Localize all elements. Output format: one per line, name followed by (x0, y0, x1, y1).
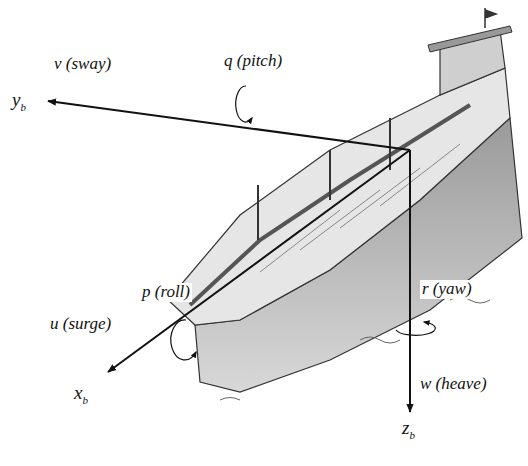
z-axis (409, 150, 411, 412)
x-axis (108, 150, 410, 372)
motion-label: v (sway) (52, 55, 113, 74)
motion-label: p (roll) (140, 283, 192, 302)
bridge-roof (428, 26, 512, 52)
axis-name: zb (400, 418, 417, 441)
roll-arc (171, 320, 196, 360)
motion-label: q (pitch) (222, 52, 284, 71)
deck-walkway (190, 105, 470, 305)
pitch-arc (236, 86, 252, 122)
axis-name: yb (10, 90, 28, 113)
deck-hatches (220, 144, 460, 290)
flag-mast (485, 8, 496, 28)
axis-name: xb (72, 383, 90, 406)
motion-label: r (yaw) (420, 280, 474, 299)
ship-deck (168, 68, 510, 325)
y-axis (48, 101, 410, 150)
motion-label: w (heave) (418, 375, 489, 394)
waves (220, 297, 490, 400)
yaw-arc (396, 322, 435, 335)
motion-label: u (surge) (48, 315, 113, 334)
